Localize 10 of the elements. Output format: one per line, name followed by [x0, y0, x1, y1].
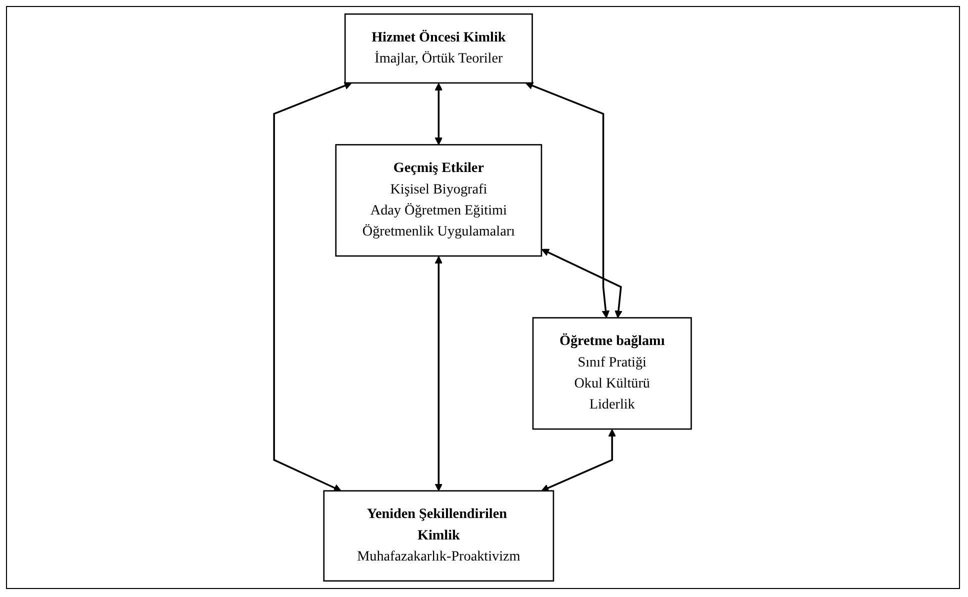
- arrow: [435, 82, 443, 146]
- node-box: Geçmiş Etkiler Kişisel Biyografi Aday Öğretmen Eğitimi Öğretmenlik Uygulamaları: [336, 144, 542, 257]
- arrow: [542, 248, 623, 318]
- arrow: [435, 256, 443, 492]
- arrow: [274, 82, 352, 492]
- node-box: Yeniden Şekillendirilen Kimlik Muhafazakarlık-Proaktivizm: [324, 490, 554, 582]
- node-box: Öğretme bağlamı Sınıf Pratiği Okul Kültürü Liderlik: [532, 317, 692, 430]
- node-box: Hizmet Öncesi Kimlik İmajlar, Örtük Teoriler: [344, 13, 534, 84]
- arrow: [542, 429, 616, 492]
- arrow: [526, 82, 610, 318]
